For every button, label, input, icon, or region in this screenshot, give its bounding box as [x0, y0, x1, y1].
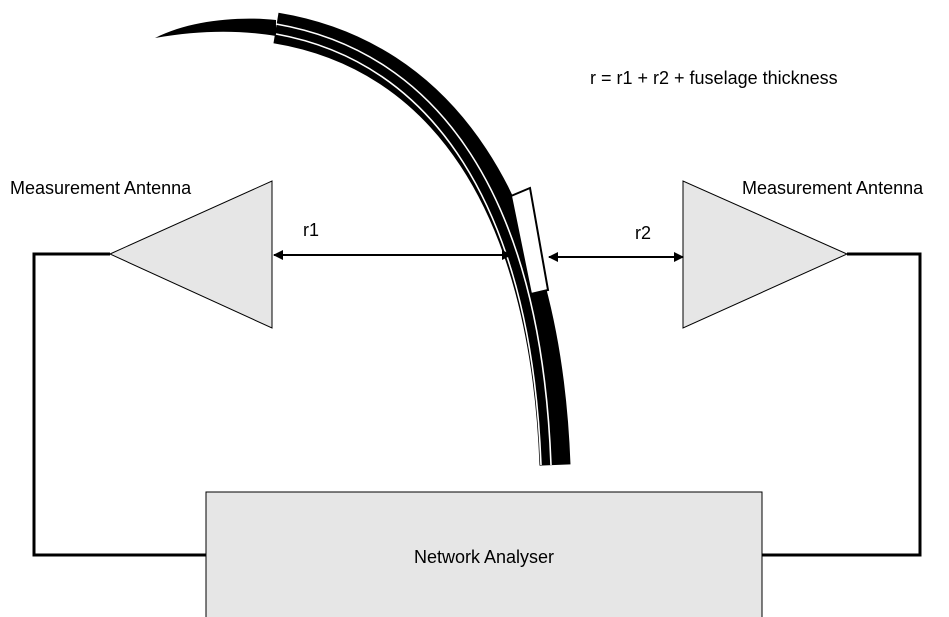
right-antenna-label: Measurement Antenna: [742, 178, 924, 198]
network-analyser-label: Network Analyser: [414, 547, 554, 567]
network-analyser-box: [205, 491, 763, 617]
fuselage-section: [155, 12, 571, 466]
formula-text: r = r1 + r2 + fuselage thickness: [590, 68, 838, 88]
right-cable: [762, 252, 922, 557]
r1-label: r1: [303, 220, 319, 240]
fuselage-layer-line: [275, 33, 542, 466]
fuselage-tip: [155, 18, 276, 38]
left-antenna-label: Measurement Antenna: [10, 178, 192, 198]
r2-label: r2: [635, 223, 651, 243]
left-antenna: [108, 180, 273, 329]
fuselage-outer-shell: [273, 12, 571, 466]
left-cable: [32, 252, 206, 557]
fuselage-layer-line: [275, 23, 552, 466]
right-antenna: [682, 180, 849, 329]
fuselage-window-gap: [509, 186, 550, 296]
